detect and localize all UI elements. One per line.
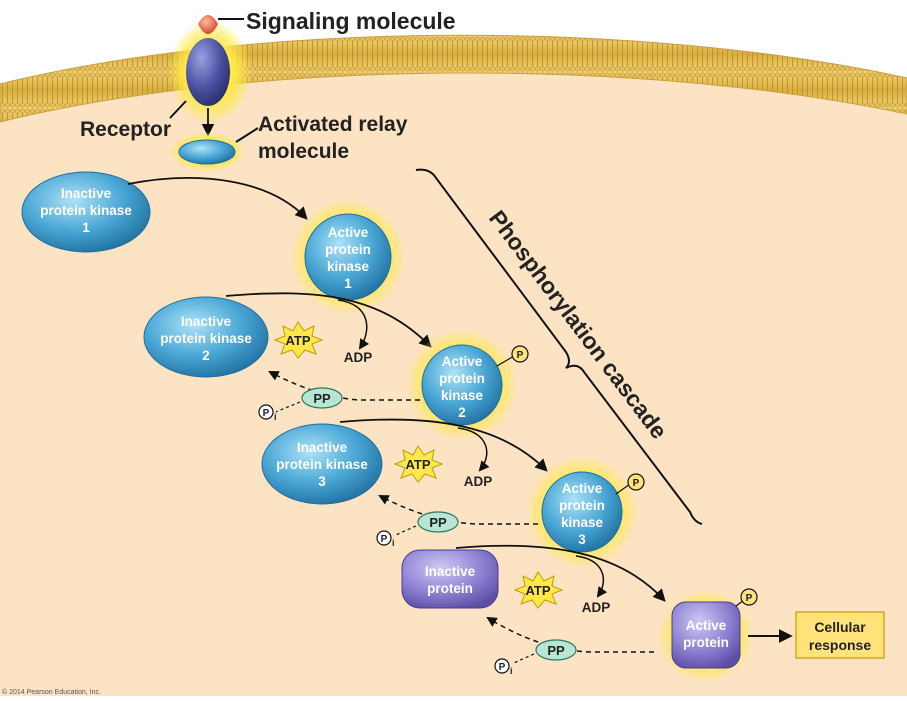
phosphate-3 <box>627 473 645 491</box>
pp-3 <box>417 511 459 533</box>
inactive-kinase-3-l2: protein kinase <box>276 457 368 472</box>
activation-arrow-3 <box>339 418 548 472</box>
active-kinase-3-l3: kinase <box>561 515 604 530</box>
atp-label-3: ATP <box>405 457 430 472</box>
inactive-kinase-2-l3: 2 <box>202 348 210 363</box>
activation-arrow-1 <box>127 177 308 220</box>
dephosphorylation-arrow-3 <box>378 495 538 525</box>
active-protein-l1: Active <box>686 618 727 633</box>
relay-leader-line <box>235 127 259 143</box>
inactive-kinase-3-l1: Inactive <box>297 440 348 455</box>
active-kinase-2-l2: protein <box>439 371 485 386</box>
atp-label-4: ATP <box>525 583 550 598</box>
inactive-protein <box>401 549 499 609</box>
active-protein <box>671 601 741 669</box>
pp-2 <box>301 387 343 409</box>
active-kinase-2 <box>421 344 503 426</box>
phosphate-3-label: P <box>633 478 640 489</box>
adp-label-3: ADP <box>464 474 493 489</box>
pp-2-label: PP <box>313 391 331 406</box>
atp-label-2: ATP <box>285 333 310 348</box>
pp-4 <box>535 639 577 661</box>
phosphate-2 <box>511 345 529 363</box>
inactive-protein-l2: protein <box>427 581 473 596</box>
cellular-response-l2: response <box>809 637 871 653</box>
cellular-response-box <box>795 611 885 659</box>
active-protein-l2: protein <box>683 635 729 650</box>
active-kinase-2-l4: 2 <box>458 405 466 420</box>
receptor-shape <box>186 38 230 106</box>
relay-label-line2: molecule <box>258 140 349 163</box>
atp-burst-3 <box>393 445 444 483</box>
signaling-molecule-shape <box>198 15 218 34</box>
inactive-kinase-1-l2: protein kinase <box>40 203 132 218</box>
cellular-response-l1: Cellular <box>814 619 866 635</box>
phosphate-bond-2 <box>496 355 515 367</box>
pi-arrow-3 <box>393 525 417 537</box>
receptor-label: Receptor <box>80 118 171 141</box>
signaling-molecule-label: Signaling molecule <box>246 8 456 34</box>
inactive-protein-l1: Inactive <box>425 564 476 579</box>
pi-arrow-2 <box>275 401 301 413</box>
pi-4-sub: i <box>510 666 513 676</box>
relay-label-line1: Activated relay <box>258 113 408 136</box>
atp-adp-arrow-3 <box>457 427 490 472</box>
pp-4-label: PP <box>547 643 565 658</box>
pp-3-label: PP <box>429 515 447 530</box>
inactive-kinase-2-l2: protein kinase <box>160 331 252 346</box>
atp-burst-2 <box>273 321 324 359</box>
inactive-kinase-1 <box>21 171 151 253</box>
atp-burst-4 <box>513 571 564 609</box>
atp-adp-arrow-2 <box>337 299 370 350</box>
pi-4-label: P <box>499 662 506 673</box>
phosphate-2-label: P <box>517 350 524 361</box>
pi-2-label: P <box>263 408 270 419</box>
inactive-kinase-1-l1: Inactive <box>61 186 112 201</box>
adp-label-4: ADP <box>582 600 611 615</box>
receptor-leader-line <box>169 100 187 119</box>
inactive-kinase-3 <box>261 423 383 505</box>
adp-label-2: ADP <box>344 350 373 365</box>
atp-adp-arrow-4 <box>575 555 608 598</box>
activation-arrow-4 <box>455 544 666 602</box>
pi-2 <box>258 404 274 420</box>
pi-3 <box>376 530 392 546</box>
active-kinase-1-l4: 1 <box>344 276 352 291</box>
active-kinase-3-l4: 3 <box>578 532 586 547</box>
pi-arrow-4 <box>511 653 535 665</box>
active-kinase-3-l2: protein <box>559 498 605 513</box>
activation-arrow-2 <box>225 292 432 348</box>
inactive-kinase-2 <box>143 296 269 378</box>
active-kinase-2-l3: kinase <box>441 388 484 403</box>
relay-molecule-shape <box>178 139 236 165</box>
active-kinase-3 <box>541 471 623 553</box>
inactive-kinase-1-l3: 1 <box>82 220 90 235</box>
copyright-text: © 2014 Pearson Education, Inc. <box>2 688 101 696</box>
cascade-bracket <box>415 168 703 525</box>
phosphate-bond-3 <box>615 483 631 495</box>
active-kinase-1-l2: protein <box>325 242 371 257</box>
pi-4 <box>494 658 510 674</box>
active-kinase-1-l1: Active <box>328 225 369 240</box>
active-kinase-2-l1: Active <box>442 354 483 369</box>
pi-2-sub: i <box>274 412 277 422</box>
active-kinase-1-l3: kinase <box>327 259 370 274</box>
active-kinase-3-l1: Active <box>562 481 603 496</box>
inactive-kinase-2-l1: Inactive <box>181 314 232 329</box>
pi-3-label: P <box>381 534 388 545</box>
phosphate-4 <box>740 588 758 606</box>
phosphate-4-label: P <box>746 593 753 604</box>
inactive-kinase-3-l3: 3 <box>318 474 326 489</box>
pi-3-sub: i <box>392 538 395 548</box>
